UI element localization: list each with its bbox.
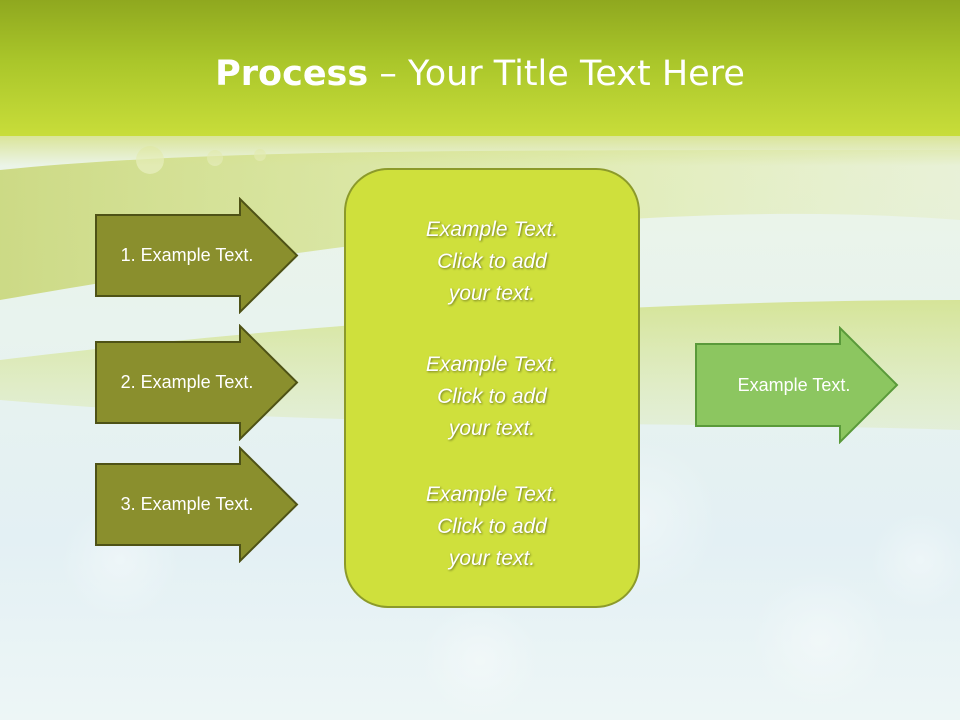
center-paragraph-3-line-1: Example Text. [425,483,559,506]
step-arrow-2-shape [95,324,299,441]
title-bar [0,0,960,136]
step-arrow-3-shape [95,446,299,563]
step-arrow-1-shape [95,197,299,314]
title-bar-fade [0,136,960,166]
output-arrow-label: Example Text. [737,374,851,395]
step-arrow-1-label: 1. Example Text. [120,245,254,265]
center-paragraph-1-line-2: Click to add [437,250,547,273]
output-arrow[interactable]: Example Text. [694,326,900,444]
center-paragraph-1-line-1: Example Text. [425,218,559,241]
center-paragraph-2-line-2: Click to add [437,385,547,408]
center-paragraph-1-line-3: your text. [448,282,536,305]
center-paragraph-3-line-2: Click to add [437,515,547,538]
center-paragraph-3-line-3: your text. [448,547,536,570]
center-paragraph-3: Example Text. Click to add your text. [346,479,638,575]
center-paragraph-2-line-3: your text. [448,417,536,440]
center-paragraph-2: Example Text. Click to add your text. [346,349,638,445]
step-arrow-2[interactable]: 2. Example Text. [94,324,300,441]
step-arrow-1[interactable]: 1. Example Text. [94,197,300,314]
slide-title[interactable]: Process – Your Title Text Here [0,52,960,96]
step-arrow-2-label: 2. Example Text. [120,372,254,392]
step-arrow-3[interactable]: 3. Example Text. [94,446,300,563]
output-arrow-shape [695,326,899,444]
slide-title-rest: – Your Title Text Here [368,54,745,94]
center-paragraph-1: Example Text. Click to add your text. [346,214,638,310]
center-paragraph-2-line-1: Example Text. [425,353,559,376]
step-arrow-3-label: 3. Example Text. [120,494,254,514]
center-text-box[interactable]: Example Text. Click to add your text. Ex… [344,168,640,608]
slide-title-bold: Process [215,54,369,94]
